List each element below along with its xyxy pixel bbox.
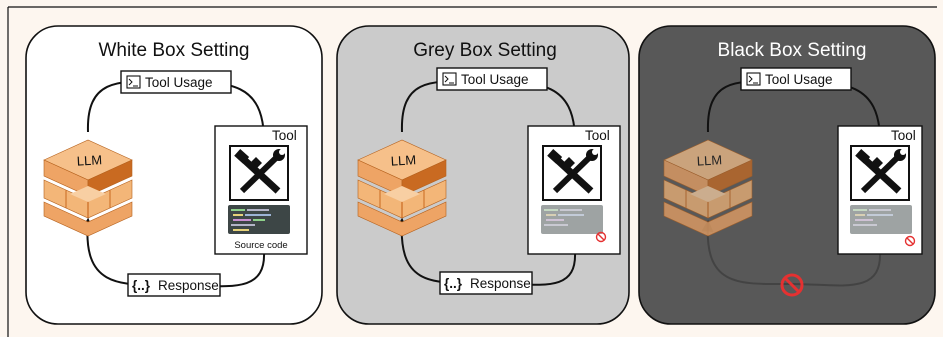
llm-stacked-cubes-icon: LLM — [43, 139, 133, 237]
tool-usage-text: Tool Usage — [765, 72, 833, 87]
black-box-panel: Black Box Setting Tool Usage — [638, 25, 936, 325]
source-code-snippet — [228, 205, 290, 234]
tool-label: Tool — [272, 128, 297, 143]
response-label: {..} Response — [439, 271, 533, 295]
source-code-hidden — [541, 205, 607, 243]
terminal-icon — [746, 72, 761, 86]
tool-usage-label: Tool Usage — [436, 67, 548, 91]
response-braces: {..} — [444, 276, 463, 291]
response-braces: {..} — [132, 278, 151, 293]
tool-box: Tool — [837, 125, 923, 255]
llm-label: LLM — [390, 152, 416, 168]
response-text: Response — [158, 278, 219, 293]
black-box-title: Black Box Setting — [718, 40, 867, 61]
llm-stacked-cubes-icon: LLM — [357, 139, 447, 237]
response-text: Response — [470, 276, 531, 291]
llm-stacked-cubes-icon: LLM — [663, 139, 753, 237]
terminal-icon — [442, 72, 457, 86]
llm-label: LLM — [76, 152, 102, 168]
no-entry-icon — [904, 235, 916, 247]
tool-usage-label: Tool Usage — [120, 70, 232, 94]
hammer-wrench-icon — [229, 145, 289, 201]
tool-usage-text: Tool Usage — [145, 75, 213, 90]
hammer-wrench-icon — [542, 145, 602, 201]
white-box-panel: White Box Setting Tool Usage {..} Respon… — [25, 25, 323, 325]
tool-usage-label: Tool Usage — [740, 67, 852, 91]
response-label: {..} Response — [127, 273, 221, 297]
no-entry-icon — [780, 273, 804, 297]
llm-label: LLM — [696, 152, 722, 168]
tool-label: Tool — [891, 128, 916, 143]
tool-box: Tool — [527, 125, 621, 255]
terminal-icon — [126, 75, 141, 89]
no-entry-icon — [595, 231, 607, 243]
source-code-label: Source code — [234, 240, 287, 251]
tool-usage-text: Tool Usage — [461, 72, 529, 87]
hammer-wrench-icon — [850, 145, 910, 201]
tool-box: Tool Source code — [214, 125, 308, 255]
source-code-hidden — [850, 205, 916, 247]
grey-box-title: Grey Box Setting — [413, 40, 557, 61]
grey-box-panel: Grey Box Setting Tool Usage {..} Respons… — [336, 25, 630, 325]
tool-label: Tool — [585, 128, 610, 143]
white-box-title: White Box Setting — [98, 40, 249, 61]
